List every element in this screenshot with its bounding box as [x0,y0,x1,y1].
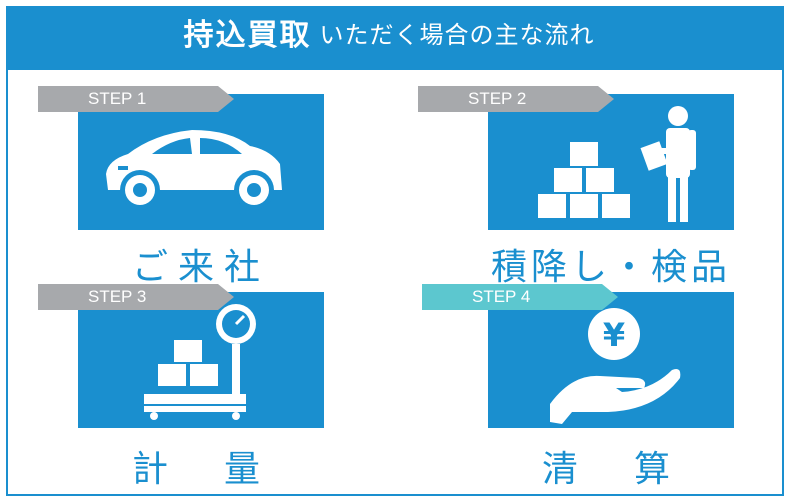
step4-tag: STEP 4 [422,284,618,310]
svg-text:¥: ¥ [603,316,625,354]
step3-panel [78,292,324,428]
car-icon [106,130,282,210]
step1-tag: STEP 1 [38,86,234,112]
step4-tag-label: STEP 4 [472,287,531,306]
step3-caption: 計 量 [131,449,270,490]
step4-caption: 清 算 [541,449,680,490]
step4-panel: ¥ [488,292,734,428]
yen-hand-icon: ¥ [550,308,681,424]
step1-caption: ご来社 [131,247,270,288]
outer-frame [6,6,784,496]
title-sub: いただく場合の主な流れ [319,20,595,49]
step3-tag: STEP 3 [38,284,234,310]
step1-tag-label: STEP 1 [88,89,147,108]
unloading-inspection-icon [538,106,696,222]
page-title: 持込買取 いただく場合の主な流れ [0,0,778,64]
step2-caption: 積降し・検品 [490,247,731,288]
step2-tag: STEP 2 [418,86,614,112]
step2-tag-label: STEP 2 [468,89,527,108]
title-main: 持込買取 [183,18,312,53]
step1-panel [78,94,324,230]
scale-icon [144,304,256,420]
step3-tag-label: STEP 3 [88,287,147,306]
step2-panel [488,94,734,230]
header-banner [6,6,784,70]
